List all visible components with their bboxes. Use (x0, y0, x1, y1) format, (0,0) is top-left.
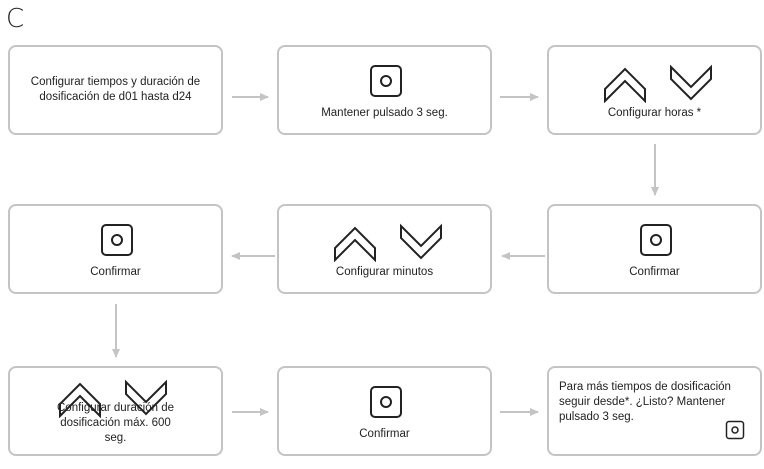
square-button-icon (725, 420, 745, 440)
step-box-configure-times: Configurar tiempos y duración de dosific… (8, 45, 223, 135)
chevron-up-icon (59, 382, 101, 418)
chevron-down-icon (670, 64, 712, 101)
step-label: Confirmar (629, 266, 680, 278)
step-label: Configurar minutos (335, 266, 434, 278)
square-button-icon (370, 386, 402, 418)
chevron-up-icon (334, 226, 376, 262)
step-box-hold-button: Mantener pulsado 3 seg. (277, 45, 492, 135)
step-label: Mantener pulsado 3 seg. (321, 107, 448, 119)
step-box-set-duration: Configurar duración de dosificación máx.… (8, 366, 223, 456)
step-label: Configurar duración de dosificación máx.… (57, 402, 174, 444)
section-letter: C (6, 4, 25, 34)
step-label: Configurar tiempos y duración de dosific… (30, 76, 201, 103)
step-box-confirm-2: Confirmar (547, 204, 762, 294)
step-label: Confirmar (359, 428, 410, 440)
step-label: Configurar horas * (607, 107, 702, 119)
step-box-set-hours: Configurar horas * (547, 45, 762, 135)
chevron-down-icon (125, 379, 167, 416)
chevron-up-icon (604, 67, 646, 103)
step-box-more-times: Para más tiempos de dosificación seguir … (547, 366, 762, 456)
square-button-icon (370, 65, 402, 97)
square-button-icon (640, 224, 672, 256)
step-box-confirm-3: Confirmar (277, 366, 492, 456)
up-down-icons (604, 64, 712, 103)
chevron-down-icon (400, 223, 442, 260)
step-label: Confirmar (90, 266, 141, 278)
step-box-confirm-1: Confirmar (8, 204, 223, 294)
step-label: Para más tiempos de dosificación seguir … (559, 381, 731, 423)
up-down-icons (334, 223, 442, 262)
square-button-icon (101, 224, 133, 256)
step-box-set-minutes: Configurar minutos (277, 204, 492, 294)
up-down-icons (59, 379, 167, 418)
